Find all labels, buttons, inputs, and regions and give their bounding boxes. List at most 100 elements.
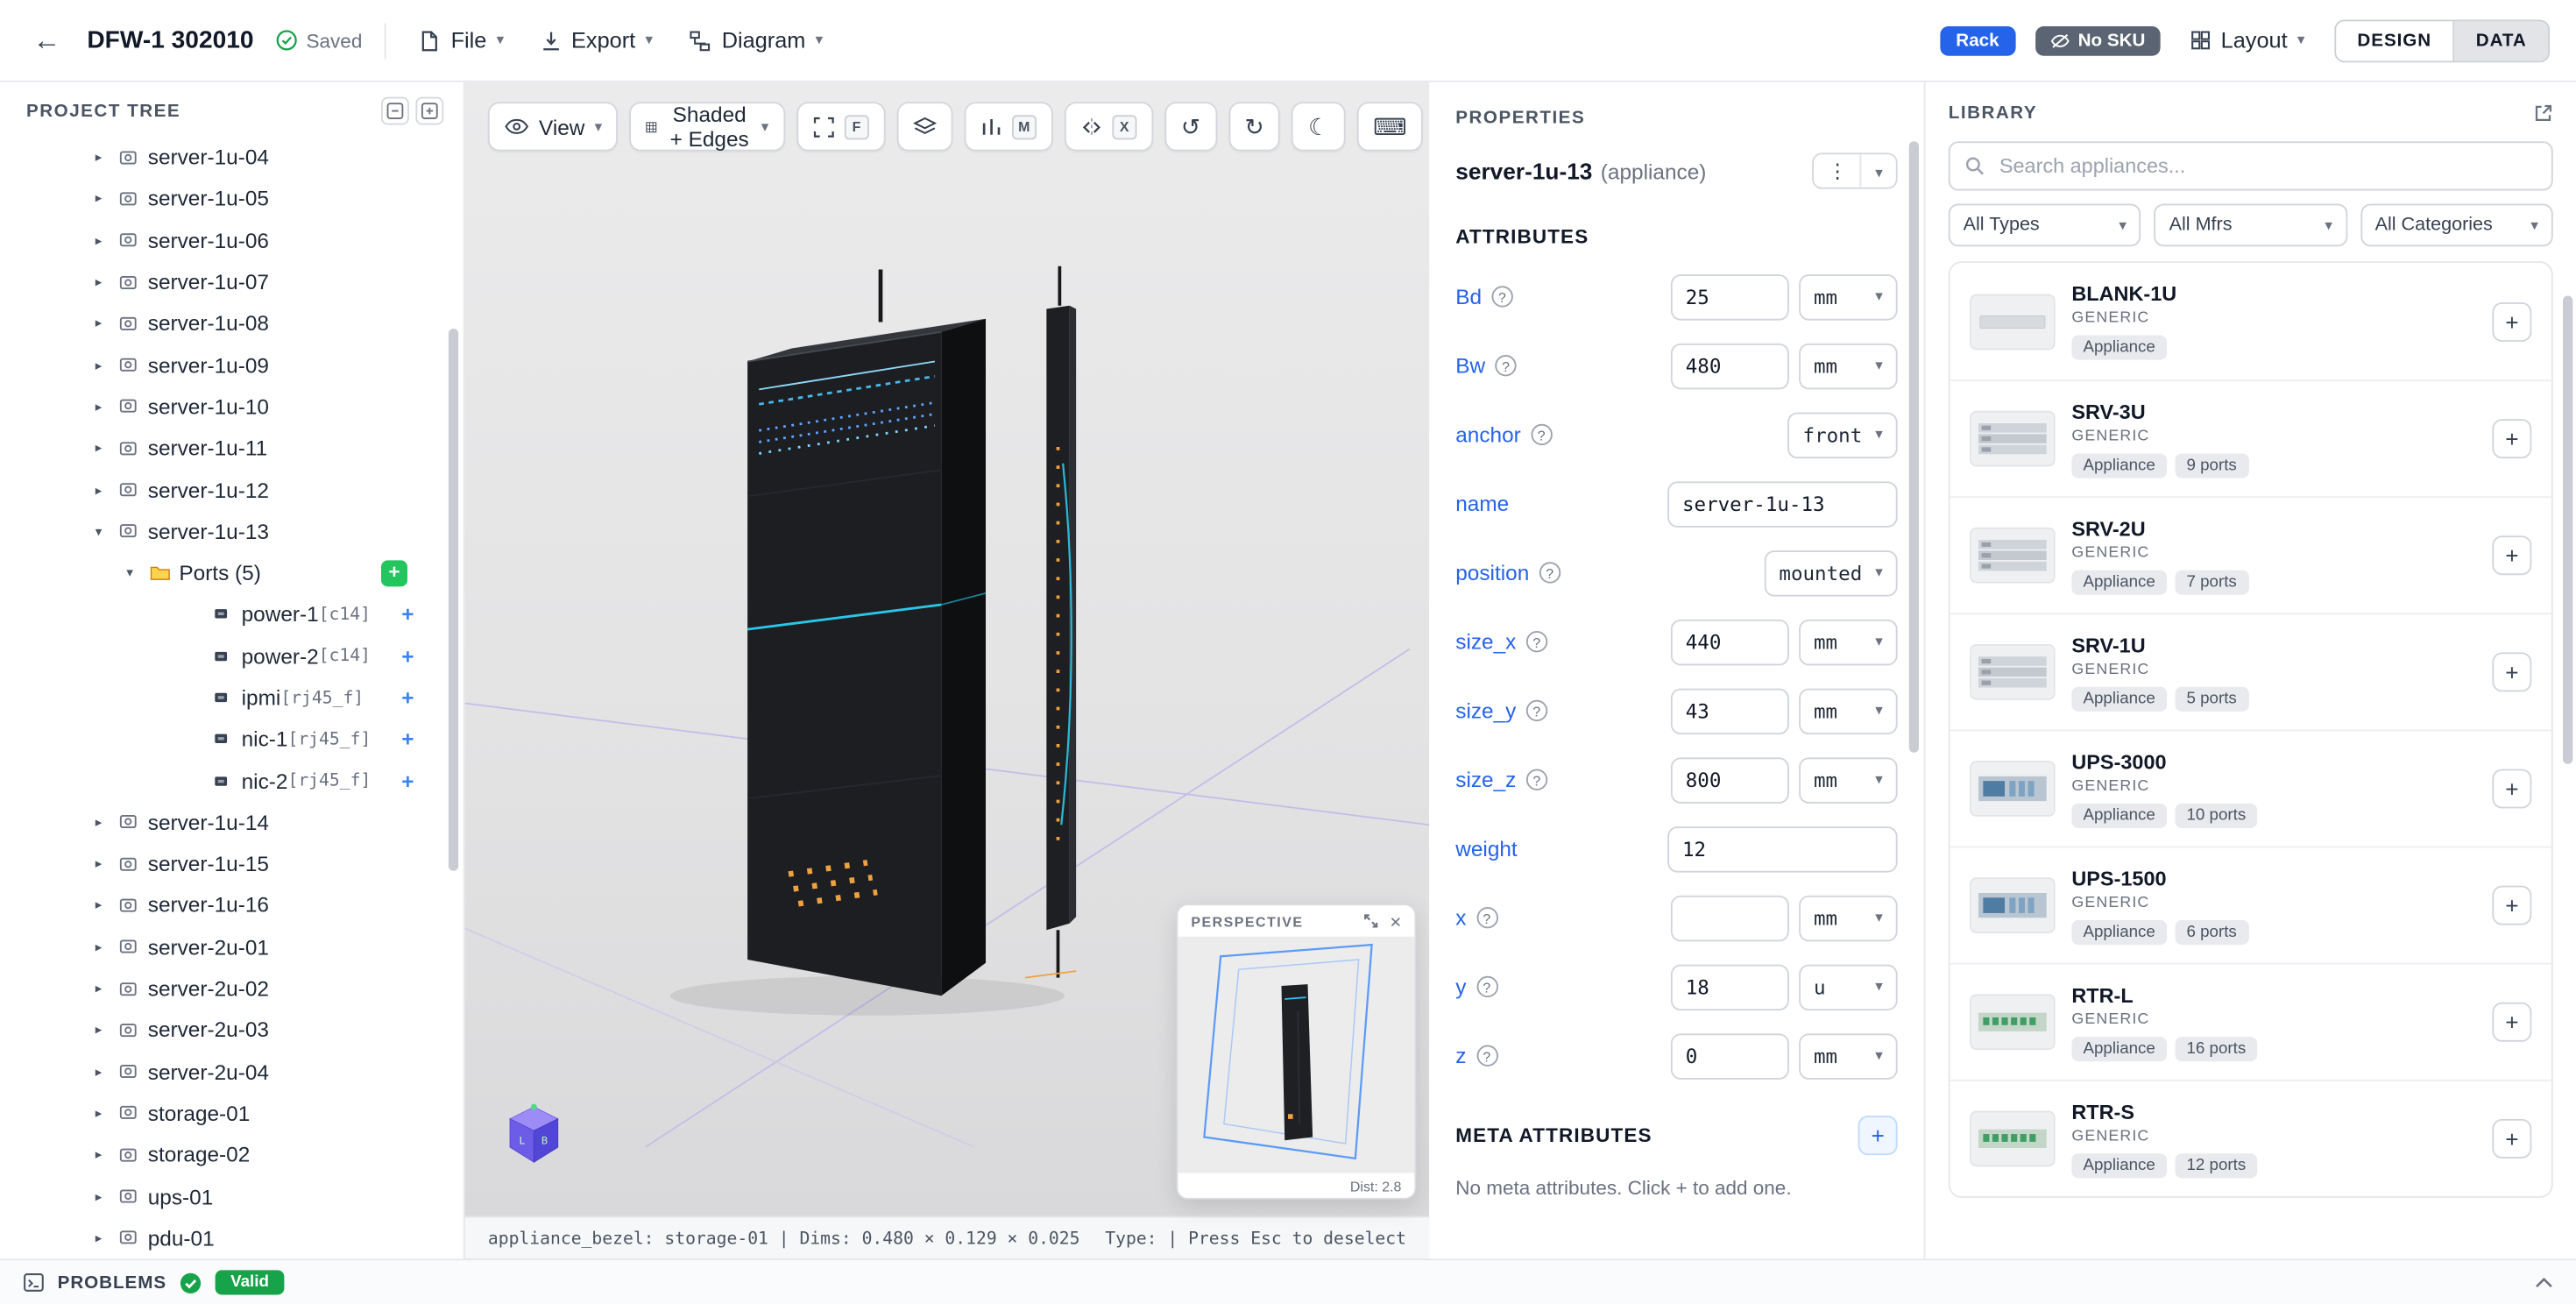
expand-arrow-icon[interactable]: ▾ (96, 524, 118, 539)
expand-arrow-icon[interactable]: ▸ (96, 1230, 118, 1245)
close-icon[interactable]: × (1390, 911, 1401, 932)
library-item-ups-1500[interactable]: UPS-1500GENERICAppliance6 ports+ (1950, 847, 2551, 963)
tree-item-nic-1[interactable]: nic-1[rj45_f]+ (0, 719, 464, 760)
view-menu[interactable]: View ▾ (488, 102, 619, 151)
expand-arrow-icon[interactable]: ▸ (96, 939, 118, 954)
tree-item-server-1u-15[interactable]: ▸server-1u-15 (0, 843, 464, 884)
expand-arrow-icon[interactable]: ▸ (96, 482, 118, 497)
dark-mode-button[interactable]: ☾ (1292, 102, 1345, 151)
rotate-ccw-button[interactable]: ↺ (1164, 102, 1217, 151)
layout-menu[interactable]: Layout ▾ (2180, 18, 2315, 63)
expand-arrow-icon[interactable]: ▸ (96, 274, 118, 289)
size-z-unit-select[interactable]: mm▾ (1799, 756, 1898, 803)
tree-item-server-1u-04[interactable]: ▸server-1u-04 (0, 137, 464, 178)
export-menu[interactable]: Export ▾ (530, 18, 662, 63)
help-icon[interactable]: ? (1495, 355, 1516, 376)
tree-item-server-2u-04[interactable]: ▸server-2u-04 (0, 1051, 464, 1092)
expand-arrow-icon[interactable]: ▸ (96, 191, 118, 206)
expand-all-button[interactable] (415, 97, 443, 125)
size-y-unit-select[interactable]: mm▾ (1799, 688, 1898, 734)
size-z-input[interactable] (1671, 756, 1789, 803)
help-icon[interactable]: ? (1526, 700, 1547, 721)
tree-item-server-1u-09[interactable]: ▸server-1u-09 (0, 344, 464, 386)
tree-item-pdu-01[interactable]: ▸pdu-01 (0, 1217, 464, 1258)
help-icon[interactable]: ? (1539, 562, 1560, 583)
no-sku-badge[interactable]: No SKU (2035, 25, 2160, 55)
rotate-cw-button[interactable]: ↻ (1228, 102, 1281, 151)
add-connection-button[interactable]: + (401, 685, 414, 710)
tree-item-ports-5[interactable]: ▾Ports (5)+ (0, 552, 464, 593)
y-unit-select[interactable]: u▾ (1799, 964, 1898, 1010)
expand-arrow-icon[interactable]: ▸ (96, 1106, 118, 1121)
bw-input[interactable] (1671, 343, 1789, 389)
search-input[interactable] (1996, 152, 2537, 179)
orientation-gizmo[interactable]: L B (501, 1099, 567, 1173)
expand-arrow-icon[interactable]: ▸ (96, 399, 118, 414)
add-to-project-button[interactable]: + (2492, 886, 2531, 925)
expand-icon[interactable] (1363, 914, 1378, 929)
file-menu[interactable]: File ▾ (410, 18, 514, 63)
shading-mode-menu[interactable]: Shaded + Edges ▾ (630, 102, 785, 151)
perspective-window[interactable]: PERSPECTIVE × Dist (1177, 904, 1417, 1200)
expand-arrow-icon[interactable]: ▸ (96, 856, 118, 871)
properties-scrollbar[interactable] (1909, 141, 1919, 753)
name-input[interactable] (1667, 480, 1898, 527)
tree-item-storage-02[interactable]: ▸storage-02 (0, 1134, 464, 1175)
library-scrollbar[interactable] (2563, 296, 2572, 764)
size-x-unit-select[interactable]: mm▾ (1799, 619, 1898, 665)
bd-unit-select[interactable]: mm▾ (1799, 273, 1898, 320)
library-item-srv-3u[interactable]: SRV-3UGENERICAppliance9 ports+ (1950, 379, 2551, 496)
add-to-project-button[interactable]: + (2492, 1119, 2531, 1159)
tree-item-server-2u-03[interactable]: ▸server-2u-03 (0, 1010, 464, 1051)
add-to-project-button[interactable]: + (2492, 535, 2531, 575)
x-unit-select[interactable]: mm▾ (1799, 895, 1898, 941)
object-menu-button[interactable]: ⋮ (1815, 154, 1862, 188)
tree-item-power-1[interactable]: power-1[c14]+ (0, 593, 464, 634)
z-input[interactable] (1671, 1032, 1789, 1079)
add-connection-button[interactable]: + (401, 602, 414, 627)
x-input[interactable] (1671, 895, 1789, 941)
fit-view-button[interactable]: F (796, 102, 885, 151)
library-item-ups-3000[interactable]: UPS-3000GENERICAppliance10 ports+ (1950, 730, 2551, 847)
tree-item-server-1u-08[interactable]: ▸server-1u-08 (0, 302, 464, 344)
tree-item-server-1u-07[interactable]: ▸server-1u-07 (0, 261, 464, 302)
expand-arrow-icon[interactable]: ▸ (96, 441, 118, 456)
tree-item-server-1u-06[interactable]: ▸server-1u-06 (0, 219, 464, 260)
diagram-menu[interactable]: Diagram ▾ (679, 18, 832, 63)
collapse-panel-button[interactable] (2535, 1277, 2553, 1288)
tree-item-server-1u-05[interactable]: ▸server-1u-05 (0, 178, 464, 219)
add-to-project-button[interactable]: + (2492, 1003, 2531, 1042)
tree-scrollbar[interactable] (449, 329, 458, 871)
expand-arrow-icon[interactable]: ▸ (96, 1023, 118, 1038)
filter-all-categories[interactable]: All Categories▾ (2360, 204, 2553, 247)
help-icon[interactable]: ? (1476, 1045, 1497, 1067)
help-icon[interactable]: ? (1526, 769, 1547, 790)
perspective-preview[interactable] (1178, 937, 1414, 1173)
filter-all-types[interactable]: All Types▾ (1949, 204, 2141, 247)
anchor-select[interactable]: front▾ (1788, 412, 1898, 458)
collapse-all-button[interactable] (381, 97, 409, 125)
tree-item-storage-01[interactable]: ▸storage-01 (0, 1093, 464, 1134)
expand-arrow-icon[interactable]: ▸ (96, 1064, 118, 1079)
library-item-rtr-s[interactable]: RTR-SGENERICAppliance12 ports+ (1950, 1080, 2551, 1196)
tree-item-server-2u-02[interactable]: ▸server-2u-02 (0, 967, 464, 1009)
tree-item-ipmi[interactable]: ipmi[rj45_f]+ (0, 677, 464, 718)
add-connection-button[interactable]: + (401, 769, 414, 793)
help-icon[interactable]: ? (1476, 907, 1497, 928)
z-unit-select[interactable]: mm▾ (1799, 1032, 1898, 1079)
add-to-project-button[interactable]: + (2492, 419, 2531, 458)
expand-arrow-icon[interactable]: ▸ (96, 150, 118, 165)
expand-arrow-icon[interactable]: ▸ (96, 1189, 118, 1204)
back-button[interactable]: ← (26, 20, 67, 61)
tree-item-ups-01[interactable]: ▸ups-01 (0, 1175, 464, 1216)
add-to-project-button[interactable]: + (2492, 652, 2531, 691)
position-select[interactable]: mounted▾ (1765, 549, 1898, 596)
shortcuts-button[interactable]: ⌨ (1357, 102, 1423, 151)
weight-input[interactable] (1667, 826, 1898, 872)
expand-arrow-icon[interactable]: ▸ (96, 358, 118, 372)
library-item-srv-2u[interactable]: SRV-2UGENERICAppliance7 ports+ (1950, 496, 2551, 613)
expand-arrow-icon[interactable]: ▸ (96, 815, 118, 830)
measure-button[interactable]: M (964, 102, 1052, 151)
add-port-button[interactable]: + (381, 560, 407, 586)
layers-button[interactable] (896, 102, 952, 151)
